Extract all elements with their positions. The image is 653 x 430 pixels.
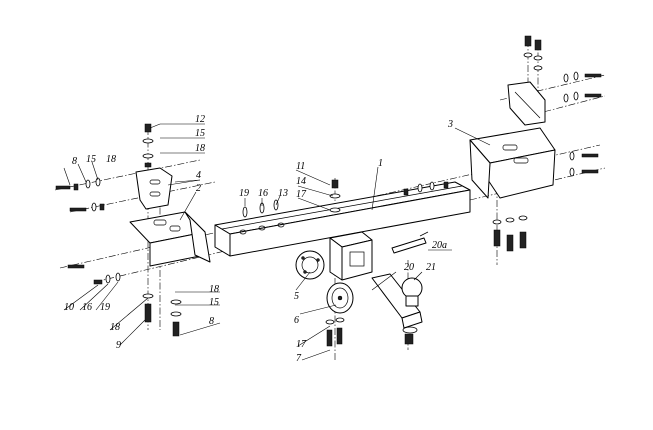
callout-1: 1 [378, 158, 383, 169]
callout-labels: 1 2 3 4 5 6 7 8 8 9 10 11 12 13 14 15 15… [64, 114, 453, 364]
callout-14: 14 [296, 176, 306, 187]
right-side-bracket [469, 127, 556, 199]
left-upper-plate [135, 167, 173, 210]
callout-11: 11 [296, 161, 305, 172]
callout-12: 12 [195, 114, 205, 125]
callout-20: 20 [404, 262, 414, 273]
callout-15-lower: 15 [209, 297, 219, 308]
callout-15-upper: 15 [195, 128, 205, 139]
callout-2: 2 [196, 183, 201, 194]
locking-pin [391, 231, 429, 254]
callout-15-left: 15 [86, 154, 96, 165]
ball-mount-bar [371, 273, 423, 329]
callout-16-left: 16 [82, 302, 92, 313]
callout-8-top: 8 [72, 156, 77, 167]
callout-17-upper: 17 [296, 189, 307, 200]
callout-13: 13 [278, 188, 288, 199]
callout-17-lower: 17 [296, 339, 307, 350]
tow-ball [401, 277, 423, 345]
callout-3: 3 [447, 119, 453, 130]
callout-21: 21 [426, 262, 436, 273]
callout-9: 9 [116, 340, 121, 351]
electrical-socket [326, 282, 354, 314]
callout-8-bottom: 8 [209, 316, 214, 327]
callout-16-centre: 16 [258, 188, 268, 199]
receiver-box [329, 231, 373, 281]
left-side-bracket [129, 211, 211, 267]
callout-18-bottom: 18 [110, 322, 120, 333]
callout-7: 7 [296, 353, 302, 364]
socket-plate [295, 250, 325, 280]
callout-18-upper: 18 [195, 143, 205, 154]
callout-leaders [63, 123, 491, 361]
callout-18-left: 18 [106, 154, 116, 165]
callout-19-left: 19 [100, 302, 110, 313]
callout-10: 10 [64, 302, 74, 313]
callout-20a: 20a [432, 240, 447, 251]
callout-5: 5 [294, 291, 299, 302]
fastener-hardware [55, 35, 602, 347]
callout-19-centre: 19 [239, 188, 249, 199]
callout-6: 6 [294, 315, 299, 326]
right-upper-clamp [507, 81, 546, 126]
callout-4: 4 [196, 170, 201, 181]
callout-18-lower: 18 [209, 284, 219, 295]
